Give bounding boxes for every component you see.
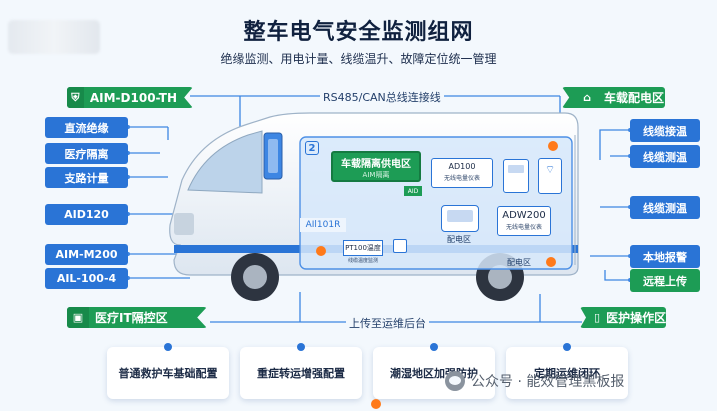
ad100-title: AD100 bbox=[448, 162, 476, 171]
section-tag-distribution: ⌂ 车载配电区 bbox=[562, 87, 665, 108]
pt100-label: PT100温度 bbox=[345, 244, 381, 252]
config-card-basic: 普通救护车基础配置 bbox=[107, 343, 229, 399]
controller-box bbox=[393, 239, 407, 253]
config-card-maintenance: 定期运维闭环 bbox=[506, 343, 628, 399]
wechat-icon bbox=[445, 371, 465, 391]
device-icon: ▣ bbox=[67, 307, 89, 328]
adw200-sub: 无线电量仪表 bbox=[505, 224, 542, 231]
location-pin-2 bbox=[548, 141, 558, 151]
right-button-cable-temp-3: 线缆测温 bbox=[630, 196, 700, 219]
right-button-local-alarm: 本地报警 bbox=[630, 245, 700, 268]
section-tag-medical-it: ▣ 医疗IT隔控区 bbox=[67, 307, 207, 328]
pt100-sub: 线缆温度监测 bbox=[347, 258, 378, 264]
zone-label-2: 配电区 bbox=[507, 258, 531, 267]
network-icon: ⌂ bbox=[583, 91, 591, 104]
ad100-device: AD100 无线电量仪表 bbox=[431, 158, 493, 188]
config-card-humid: 潮湿地区加强防护 bbox=[373, 343, 495, 399]
phone-icon: ▯ bbox=[594, 311, 601, 324]
zone-label-1: 配电区 bbox=[447, 235, 471, 244]
shield-icon: ⛨ bbox=[67, 87, 84, 108]
left-button-dc-insulation: 直流绝缘 bbox=[45, 117, 128, 138]
adw200-device: ADW200 无线电量仪表 bbox=[497, 206, 551, 236]
watermark: 公众号 · 能效管理黑板报 bbox=[445, 371, 624, 391]
location-pin-3 bbox=[546, 257, 556, 267]
ambulance-van bbox=[169, 112, 579, 301]
left-button-aid120: AID120 bbox=[45, 204, 128, 225]
panel-number-badge: 2 bbox=[305, 141, 319, 155]
meter-small bbox=[503, 159, 529, 193]
right-button-cable-temp-1: 线缆接温 bbox=[630, 119, 700, 142]
adw200-title: ADW200 bbox=[502, 210, 546, 221]
location-pin-1 bbox=[316, 246, 326, 256]
pt100-device: PT100温度 bbox=[343, 240, 383, 256]
page-title: 整车电气安全监测组网 bbox=[243, 20, 474, 45]
bus-top-label: RS485/CAN总线连接线 bbox=[320, 89, 444, 105]
config-card-critical: 重症转运增强配置 bbox=[240, 343, 362, 399]
left-button-medical-isolation: 医疗隔离 bbox=[45, 143, 128, 164]
model-label: AIl101R bbox=[300, 218, 346, 232]
display-terminal bbox=[441, 205, 479, 232]
left-button-ail-100-4: AIL-100-4 bbox=[45, 268, 128, 289]
right-button-cable-temp-2: 线缆测温 bbox=[630, 145, 700, 168]
isolation-supply-panel: 车载隔离供电区 AIM隔离 bbox=[331, 151, 421, 182]
isolation-supply-title: 车载隔离供电区 bbox=[341, 159, 411, 170]
left-button-branch-metering: 支路计量 bbox=[45, 167, 128, 188]
wireless-gateway: ⌔ bbox=[538, 158, 562, 194]
left-button-aim-m200: AIM-M200 bbox=[45, 244, 128, 265]
watermark-text: 公众号 · 能效管理黑板报 bbox=[471, 374, 625, 390]
bus-bottom-label: 上传至运维后台 bbox=[346, 315, 429, 331]
right-button-remote-upload: 远程上传 bbox=[630, 269, 700, 292]
ad100-sub: 无线电量仪表 bbox=[443, 175, 480, 182]
wifi-icon: ⌔ bbox=[544, 163, 556, 176]
section-tag-care-operation: ▯ 医护操作区 bbox=[580, 307, 666, 328]
bottom-orange-dot bbox=[371, 399, 381, 409]
page-subtitle: 绝缘监测、用电计量、线缆温升、故障定位统一管理 bbox=[220, 52, 497, 66]
blurred-logo bbox=[8, 20, 100, 54]
section-tag-aim-d100: ⛨ AIM-D100-TH bbox=[67, 87, 193, 108]
aid-tag: AID bbox=[404, 186, 422, 196]
isolation-supply-sub: AIM隔离 bbox=[362, 171, 390, 179]
